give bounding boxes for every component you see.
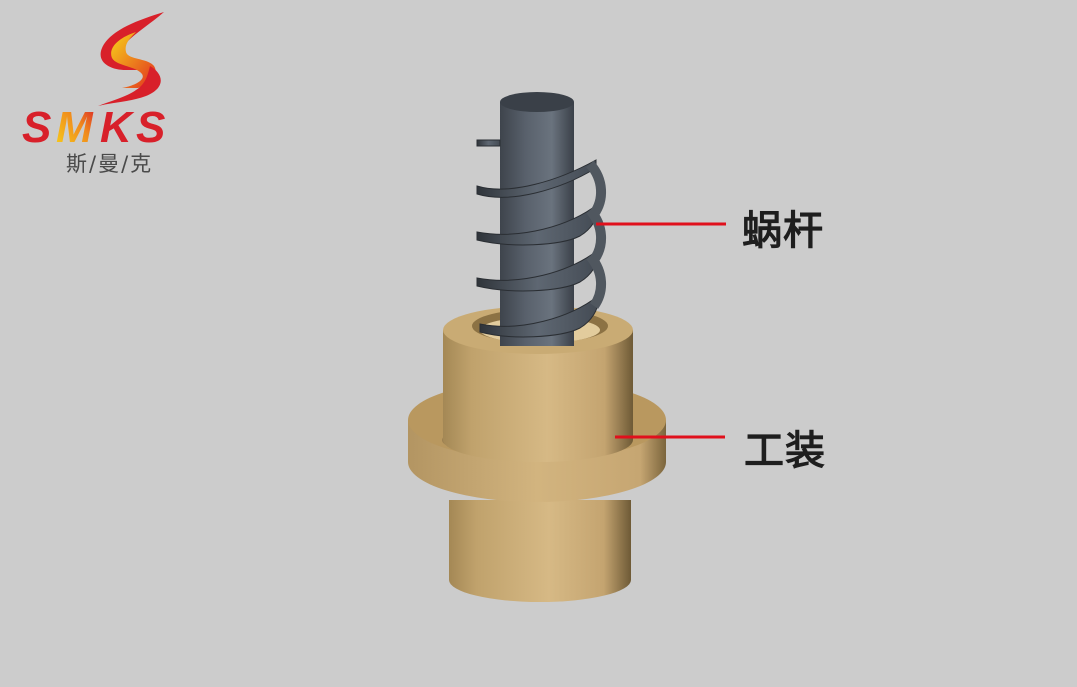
svg-text:S: S (22, 103, 51, 152)
smks-logo: S M K S (22, 12, 165, 152)
fixture-body (408, 306, 666, 602)
logo-s-emblem-bottom (98, 66, 161, 106)
logo-chinese-name: 斯/曼/克 (66, 152, 154, 176)
svg-text:M: M (56, 103, 94, 152)
logo-s-emblem-mid (111, 32, 156, 88)
fixture-label: 工装 (744, 428, 826, 474)
svg-text:S: S (136, 103, 165, 152)
worm-label: 蜗杆 (742, 208, 824, 254)
svg-text:K: K (100, 103, 135, 152)
worm-screw (476, 92, 606, 346)
